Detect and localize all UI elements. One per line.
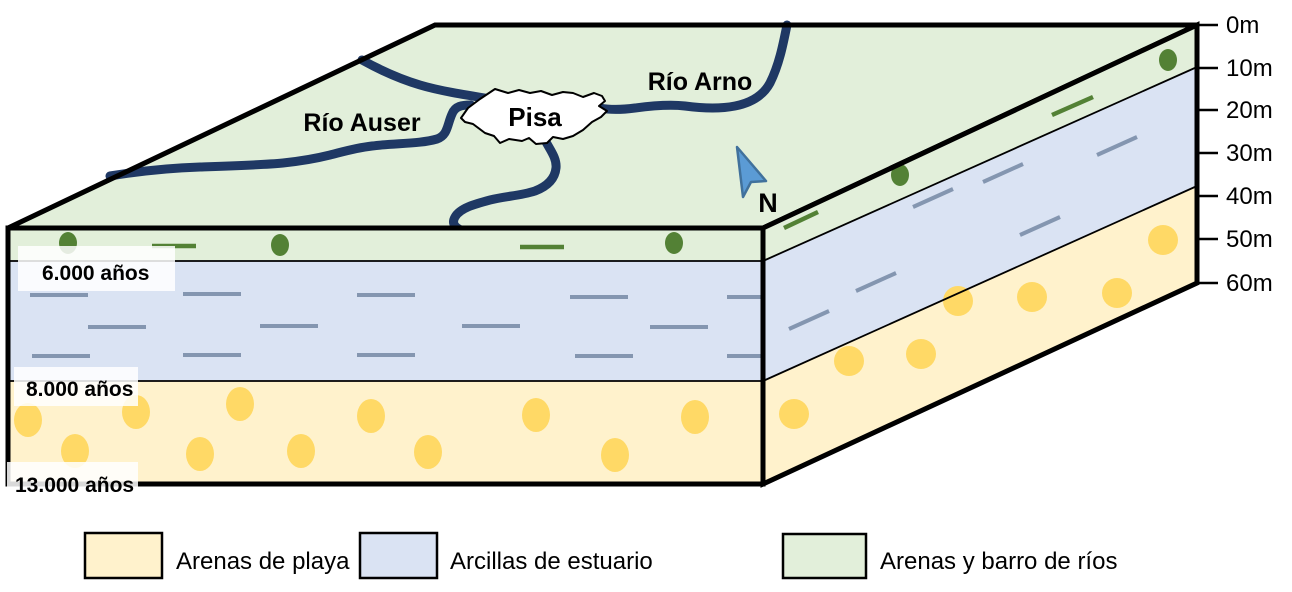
north-label: N xyxy=(758,188,778,218)
depth-tick-label-10m: 10m xyxy=(1226,55,1273,82)
age-label-box-6000 xyxy=(18,246,175,291)
right-layer-clay xyxy=(763,67,1197,381)
depth-tick-label-20m: 20m xyxy=(1226,97,1273,124)
river-arno-east xyxy=(595,20,792,114)
top-face-surface xyxy=(8,25,1197,228)
legend-label-sand: Arenas de playa xyxy=(176,548,350,575)
top-face-map: Río Auser Río Arno Pisa N xyxy=(6,20,1199,235)
legend-swatch-clay xyxy=(358,531,439,580)
age-labels: 6.000 años 8.000 años 13.000 años xyxy=(7,246,175,500)
rivers xyxy=(105,20,792,235)
right-layer-fluvial xyxy=(763,25,1197,261)
river-auser-main xyxy=(105,100,476,181)
north-arrow-icon: N xyxy=(735,145,778,218)
right-layer-sand xyxy=(763,186,1197,484)
depth-scale-ticks xyxy=(1199,23,1218,285)
right-clay-dashes xyxy=(788,135,1138,331)
river-arno-south xyxy=(449,135,561,235)
right-fluvial-dashes xyxy=(783,94,1094,231)
age-label-box-8000 xyxy=(14,367,138,406)
right-sand-dots xyxy=(779,225,1178,429)
depth-tick-label-30m: 30m xyxy=(1226,140,1273,167)
river-auser-label: Río Auser xyxy=(303,109,420,137)
legend-label-clay: Arcillas de estuario xyxy=(450,548,653,575)
age-label-13000: 13.000 años xyxy=(15,474,134,497)
depth-tick-label-50m: 50m xyxy=(1226,226,1273,253)
right-face-section xyxy=(760,21,1200,488)
river-auser-north-branch xyxy=(357,55,502,105)
city-pisa-label: Pisa xyxy=(508,102,562,132)
front-face-outline xyxy=(5,225,766,487)
age-label-6000: 6.000 años xyxy=(42,262,149,285)
legend-swatch-fluvial xyxy=(781,532,868,580)
depth-tick-label-60m: 60m xyxy=(1226,270,1273,297)
depth-tick-label-40m: 40m xyxy=(1226,183,1273,210)
right-boundary-fluvial-clay xyxy=(762,66,1198,262)
city-pisa-shape xyxy=(460,88,608,145)
front-sand-dots xyxy=(14,387,709,472)
depth-tick-label-0m: 0m xyxy=(1226,12,1259,39)
front-clay-dashes xyxy=(30,292,761,358)
legend: Arenas de playa Arcillas de estuario Are… xyxy=(83,531,1117,580)
river-arno-label: Río Arno xyxy=(648,68,753,96)
age-label-box-13000 xyxy=(7,462,138,500)
legend-label-fluvial: Arenas y barro de ríos xyxy=(880,548,1117,575)
right-boundary-clay-sand xyxy=(762,185,1198,382)
age-label-8000: 8.000 años xyxy=(26,378,133,401)
right-fluvial-dots xyxy=(891,49,1177,186)
legend-swatch-sand xyxy=(83,531,164,580)
depth-scale: 0m 10m 20m 30m 40m 50m 60m xyxy=(1199,12,1273,297)
